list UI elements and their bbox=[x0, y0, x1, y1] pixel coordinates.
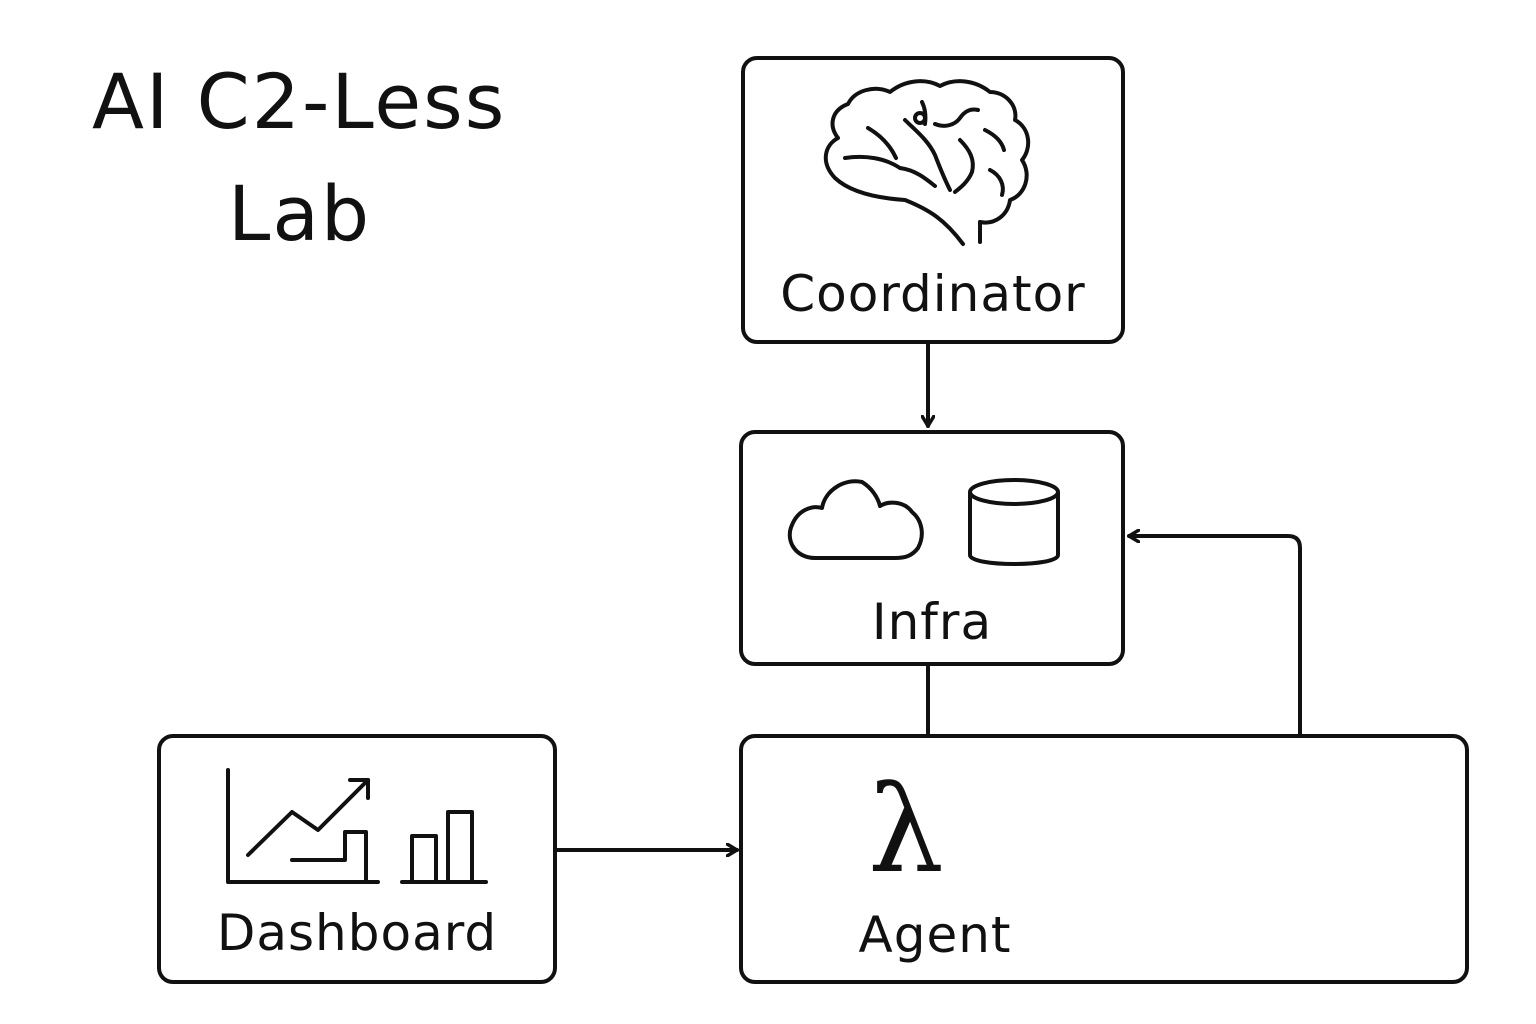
diagram-title: AI C2-Less Lab bbox=[92, 46, 612, 270]
coordinator-label: Coordinator bbox=[780, 265, 1086, 323]
agent-node[interactable] bbox=[739, 734, 1469, 984]
agent-label: Agent bbox=[858, 906, 1012, 964]
infra-node[interactable] bbox=[739, 430, 1125, 666]
dashboard-node[interactable] bbox=[157, 734, 557, 984]
dashboard-label: Dashboard bbox=[216, 904, 498, 962]
lambda-icon: λ bbox=[868, 761, 946, 900]
title-line-1: AI C2-Less bbox=[92, 57, 507, 146]
infra-label: Infra bbox=[871, 593, 993, 651]
coordinator-node[interactable] bbox=[741, 56, 1125, 344]
edge-agent-infra bbox=[1127, 536, 1302, 736]
title-line-2: Lab bbox=[228, 169, 372, 258]
